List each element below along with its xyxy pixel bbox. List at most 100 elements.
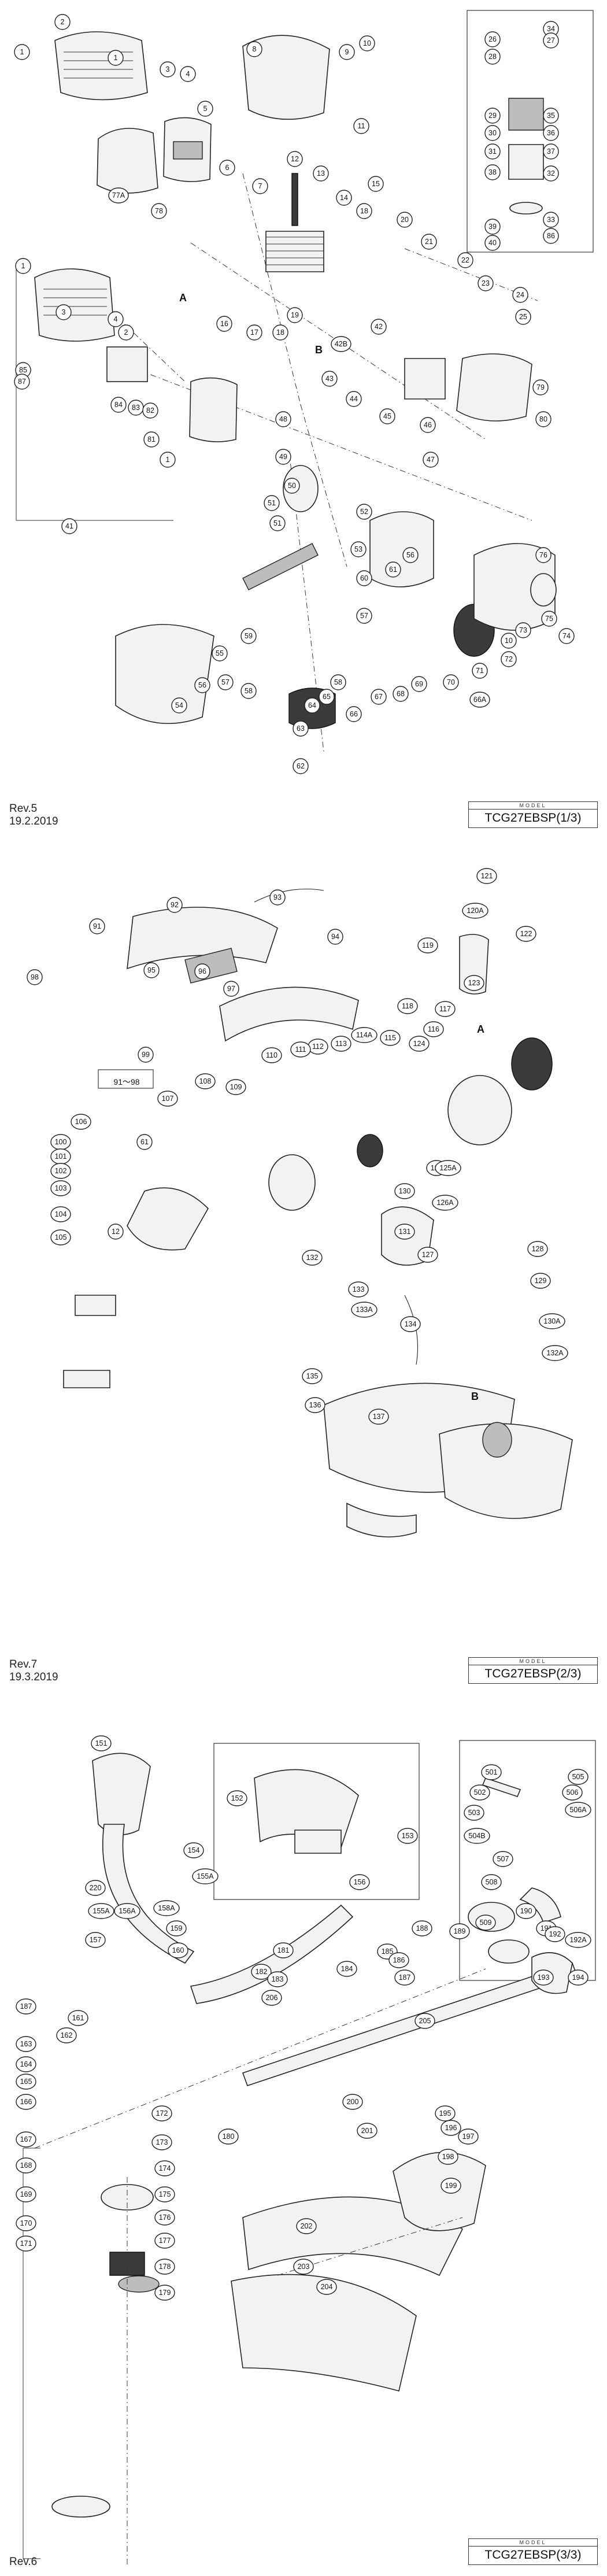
sheet-1-revision: Rev.5 19.2.2019 <box>9 803 58 828</box>
callout-number: 36 <box>547 129 555 137</box>
callout-number: 205 <box>419 2017 431 2025</box>
callout-number: 29 <box>488 112 497 120</box>
part-callout: 23 <box>478 275 494 291</box>
part-callout: 180 <box>218 2128 239 2145</box>
carburetor-detail-frame <box>467 10 594 253</box>
part-callout: 67 <box>371 689 387 705</box>
throttle-grip <box>219 986 359 1042</box>
callout-bubble <box>275 449 291 465</box>
callout-number: 154 <box>188 1846 200 1854</box>
callout-bubble <box>402 547 419 563</box>
range-to: 98 <box>131 1077 140 1086</box>
callout-number: 20 <box>401 216 409 224</box>
callout-number: 60 <box>360 574 368 582</box>
callout-number: 505 <box>572 1773 584 1781</box>
callout-number: 102 <box>55 1167 67 1175</box>
callout-bubble <box>353 118 369 134</box>
callout-number: 508 <box>486 1878 498 1886</box>
part-callout: 24 <box>512 287 528 303</box>
callout-bubble <box>267 1971 288 1987</box>
callout-number: 12 <box>112 1228 120 1236</box>
callout-number: 134 <box>405 1320 417 1328</box>
callout-number: 181 <box>277 1946 290 1954</box>
callout-number: 101 <box>55 1152 67 1161</box>
callout-bubble <box>160 452 176 468</box>
callout-bubble <box>469 1784 490 1801</box>
part-callout: 32 <box>543 165 559 182</box>
clutch-case <box>127 1187 209 1251</box>
part-callout: 112 <box>308 1038 328 1055</box>
callout-bubble <box>54 14 71 30</box>
callout-number: 52 <box>360 508 368 516</box>
callout-bubble <box>89 918 105 934</box>
air-cleaner-housing <box>97 128 158 194</box>
part-callout: 59 <box>240 628 257 644</box>
part-callout: 205 <box>414 2013 435 2029</box>
revision-label: Rev.7 <box>9 1658 38 1670</box>
callout-bubble <box>484 219 501 235</box>
callout-number: 93 <box>273 893 282 901</box>
spark-plug <box>291 173 298 226</box>
part-callout: 14 <box>336 190 352 206</box>
callout-bubble <box>88 1903 114 1919</box>
callout-number: 98 <box>31 973 39 981</box>
callout-bubble <box>484 125 501 141</box>
callout-bubble <box>14 374 30 390</box>
part-callout: 79 <box>532 379 549 396</box>
callout-number: 95 <box>147 966 156 974</box>
callout-bubble <box>108 50 124 66</box>
callout-bubble <box>475 1915 496 1931</box>
callout-bubble <box>464 1828 490 1844</box>
callout-bubble <box>166 897 183 913</box>
part-callout: 42 <box>371 319 387 335</box>
callout-bubble <box>532 379 549 396</box>
callout-bubble <box>61 518 77 534</box>
callout-bubble <box>478 275 494 291</box>
callout-number: 1 <box>21 262 25 270</box>
callout-bubble <box>240 683 257 699</box>
callout-bubble <box>393 686 409 702</box>
callout-number: 175 <box>159 2190 171 2198</box>
part-callout: 113 <box>331 1036 351 1052</box>
callout-number: 171 <box>20 2239 32 2248</box>
part-callout: 6 <box>219 160 235 176</box>
part-callout: 3 <box>160 61 176 77</box>
callout-number: 69 <box>415 680 423 688</box>
callout-bubble <box>356 504 372 520</box>
callout-number: 19 <box>291 311 299 319</box>
callout-number: 151 <box>95 1739 108 1747</box>
callout-number: 37 <box>547 147 555 156</box>
callout-number: 169 <box>20 2190 32 2198</box>
part-callout: 78 <box>151 203 167 219</box>
part-callout: 12 <box>108 1224 124 1240</box>
callout-number: 1 <box>166 456 170 464</box>
part-callout: 127 <box>417 1247 438 1263</box>
callout-bubble <box>339 44 355 60</box>
part-callout: 123 <box>464 975 484 991</box>
callout-number: 504B <box>468 1832 485 1840</box>
callout-bubble <box>269 515 286 531</box>
callout-bubble <box>16 2235 36 2252</box>
callout-bubble <box>493 1851 513 1867</box>
callout-bubble <box>331 336 351 352</box>
callout-bubble <box>223 981 239 997</box>
callout-number: 126A <box>436 1199 454 1207</box>
part-callout: 182 <box>251 1964 272 1980</box>
callout-number: 220 <box>90 1884 102 1892</box>
part-callout: 62 <box>293 758 309 774</box>
callout-bubble <box>264 495 280 511</box>
part-callout: 129 <box>530 1273 551 1289</box>
callout-bubble <box>166 1920 187 1936</box>
callout-number: 160 <box>172 1946 184 1954</box>
callout-bubble <box>397 998 418 1014</box>
part-callout: 156 <box>349 1874 370 1890</box>
callout-bubble <box>197 101 213 117</box>
part-callout: 206 <box>261 1990 282 2006</box>
callout-number: 162 <box>61 2031 73 2039</box>
part-callout: 155A <box>88 1903 114 1919</box>
shaft-clamp-2 <box>63 1370 110 1388</box>
fuel-cap <box>482 1422 512 1458</box>
callout-bubble <box>412 1920 432 1936</box>
air-cleaner-label <box>173 141 203 160</box>
